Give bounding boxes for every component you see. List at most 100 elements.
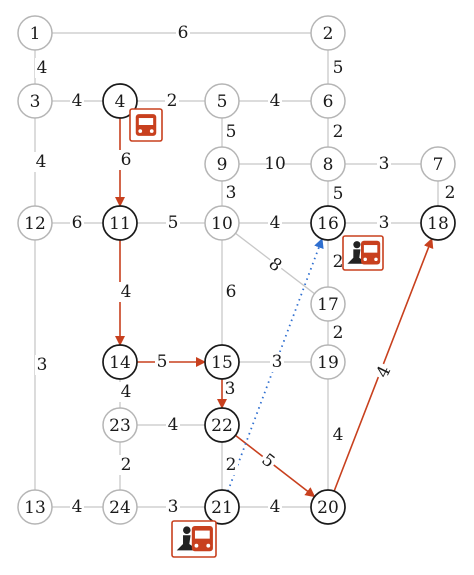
edge-weight-background bbox=[331, 122, 345, 142]
node-6: 6 bbox=[310, 83, 346, 119]
edge-weight-label: 3 bbox=[168, 497, 179, 517]
node-8: 8 bbox=[310, 146, 346, 182]
edge-weight-background bbox=[224, 282, 238, 302]
edge-weight-background bbox=[224, 122, 238, 142]
edge-weight-background bbox=[331, 184, 345, 204]
node-19: 19 bbox=[310, 344, 346, 380]
edge-weight-background bbox=[155, 352, 169, 372]
node-24: 24 bbox=[102, 489, 138, 525]
edge-22-20 bbox=[234, 434, 316, 498]
edge-weight-label: 10 bbox=[264, 154, 286, 174]
edge-weight-7-18: 2 bbox=[443, 183, 457, 203]
edge-21-16 bbox=[227, 237, 324, 492]
edge-weight-label: 2 bbox=[333, 122, 344, 142]
edge-weight-label: 3 bbox=[272, 352, 283, 372]
edge-weight-label: 2 bbox=[226, 455, 237, 475]
edge-weight-label: 6 bbox=[72, 213, 83, 233]
node-circle bbox=[17, 15, 53, 51]
edge-weight-label: 4 bbox=[121, 382, 132, 402]
edge-weight-label: 2 bbox=[167, 91, 178, 111]
node-12: 12 bbox=[17, 205, 53, 241]
node-circle bbox=[310, 344, 346, 380]
edge-weight-14-23: 4 bbox=[119, 382, 133, 402]
edge-weight-background bbox=[331, 323, 345, 343]
edge-weight-label: 3 bbox=[379, 154, 390, 174]
edge-weight-15-19: 3 bbox=[270, 352, 284, 372]
edge-weight-24-21: 3 bbox=[166, 497, 180, 517]
edge-weight-label: 6 bbox=[226, 282, 237, 302]
node-circle bbox=[102, 489, 138, 525]
edge-weight-background bbox=[224, 183, 238, 203]
edge-weight-background bbox=[119, 282, 133, 302]
edge-weight-background bbox=[165, 91, 179, 111]
bus-light bbox=[138, 129, 143, 133]
edge-weight-label: 5 bbox=[333, 58, 344, 78]
node-14: 14 bbox=[102, 344, 138, 380]
node-label: 21 bbox=[211, 498, 233, 518]
node-label: 4 bbox=[115, 92, 126, 112]
node-label: 18 bbox=[427, 214, 449, 234]
edge-weight-background bbox=[34, 152, 48, 172]
node-circle bbox=[204, 205, 240, 241]
node-label: 20 bbox=[317, 498, 339, 518]
edge-weight-label: 3 bbox=[226, 183, 237, 203]
node-22: 22 bbox=[204, 407, 240, 443]
node-label: 24 bbox=[109, 498, 131, 518]
edge-weight-label: 4 bbox=[72, 497, 83, 517]
node-4: 4 bbox=[102, 83, 138, 119]
edge-weight-background bbox=[443, 183, 457, 203]
bus-light bbox=[363, 257, 367, 262]
edge-weight-15-22: 3 bbox=[223, 379, 237, 399]
bus-window bbox=[138, 118, 154, 125]
edge-weight-22-20: 5 bbox=[256, 448, 280, 474]
edge-weight-background bbox=[223, 379, 237, 399]
edge-weight-14-15: 5 bbox=[155, 352, 169, 372]
walker-head bbox=[183, 526, 191, 534]
edge-weight-8-7: 3 bbox=[377, 154, 391, 174]
node-circle bbox=[204, 344, 240, 380]
edge-weight-label: 6 bbox=[178, 23, 189, 43]
edge-weight-13-24: 4 bbox=[70, 497, 84, 517]
node-circle bbox=[310, 286, 346, 322]
node-circle bbox=[102, 205, 138, 241]
edge-weight-background bbox=[70, 497, 84, 517]
bus-light bbox=[206, 543, 211, 548]
edge-weight-label: 4 bbox=[270, 497, 281, 517]
node-label: 3 bbox=[30, 92, 41, 112]
edge-weight-background bbox=[331, 58, 345, 78]
edge-weight-background bbox=[263, 252, 287, 278]
node-9: 9 bbox=[204, 146, 240, 182]
edge-weight-background bbox=[176, 23, 190, 43]
bus-light bbox=[194, 543, 199, 548]
node-7: 7 bbox=[420, 146, 456, 182]
node-circle bbox=[204, 146, 240, 182]
edge-weight-4-11: 6 bbox=[119, 150, 133, 170]
edge-weight-label: 2 bbox=[445, 183, 456, 203]
edge-weight-background bbox=[224, 455, 238, 475]
node-label: 6 bbox=[323, 92, 334, 112]
node-23: 23 bbox=[102, 407, 138, 443]
node-13: 13 bbox=[17, 489, 53, 525]
edge-weight-label: 4 bbox=[270, 213, 281, 233]
node-label: 7 bbox=[433, 155, 444, 175]
node-label: 8 bbox=[323, 155, 334, 175]
edge-weight-background bbox=[166, 213, 180, 233]
edge-weight-23-22: 4 bbox=[166, 415, 180, 435]
edge-weight-background bbox=[119, 382, 133, 402]
node-circle bbox=[420, 205, 456, 241]
edge-weight-label: 4 bbox=[270, 91, 281, 111]
edge-weight-background bbox=[166, 497, 180, 517]
edge-weight-12-13: 3 bbox=[35, 355, 49, 375]
node-circle bbox=[310, 83, 346, 119]
node-circle bbox=[310, 205, 346, 241]
walker-bus-icon bbox=[171, 520, 217, 558]
node-label: 12 bbox=[24, 214, 46, 234]
node-label: 1 bbox=[30, 24, 41, 44]
edge-weight-background bbox=[331, 425, 345, 445]
node-18: 18 bbox=[420, 205, 456, 241]
edge-weight-label: 2 bbox=[333, 252, 344, 272]
edge-weight-background bbox=[256, 448, 280, 474]
bus-window bbox=[363, 245, 378, 253]
